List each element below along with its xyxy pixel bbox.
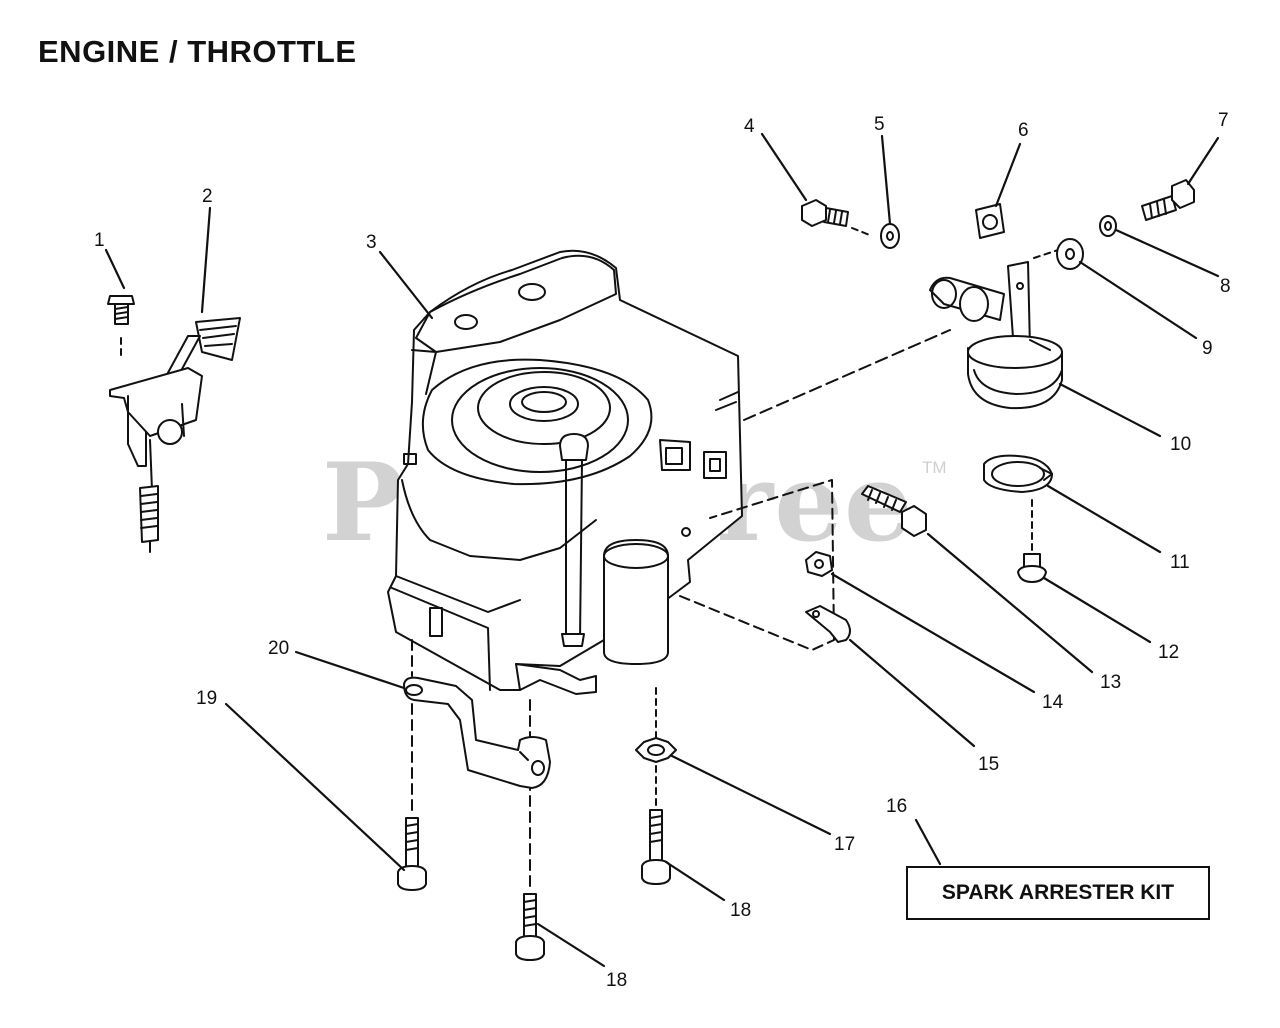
part-18-bolt-upper (641, 809, 671, 885)
callout-15: 15 (978, 754, 999, 775)
part-5-washer (880, 223, 900, 249)
callout-5: 5 (874, 114, 885, 135)
part-14-nut (805, 551, 833, 577)
callout-20: 20 (268, 638, 289, 659)
part-10-muffler (929, 261, 1063, 410)
callout-16: 16 (886, 796, 907, 817)
callout-4: 4 (744, 116, 755, 137)
callout-11: 11 (1170, 552, 1190, 573)
part-2-throttle-control (109, 317, 241, 553)
part-18-bolt-lower (515, 893, 545, 961)
spark-arrester-kit-box: SPARK ARRESTER KIT (906, 866, 1210, 920)
callout-18-upper: 18 (730, 900, 751, 921)
callout-8: 8 (1220, 276, 1231, 297)
callout-1: 1 (94, 230, 105, 251)
callout-14: 14 (1042, 692, 1064, 713)
part-17-lockwasher (635, 737, 677, 763)
part-13-bolt (861, 485, 927, 537)
callout-3: 3 (366, 232, 377, 253)
part-6-gasket (975, 203, 1005, 239)
callout-13: 13 (1100, 672, 1121, 693)
part-11-spark-arrester-screen (983, 454, 1053, 493)
part-19-bolt (397, 817, 427, 891)
watermark-trademark: TM (922, 458, 947, 477)
callout-17: 17 (834, 834, 855, 855)
part-20-engine-bracket (403, 676, 551, 789)
part-15-clamp (805, 605, 851, 643)
part-4-bolt (801, 199, 873, 237)
diagram-title: ENGINE / THROTTLE (38, 34, 357, 69)
spark-arrester-kit-label: SPARK ARRESTER KIT (941, 881, 1175, 904)
part-1-screw (107, 295, 135, 357)
callout-19: 19 (196, 688, 217, 709)
part-12-screw (1017, 553, 1047, 583)
callout-12: 12 (1158, 642, 1179, 663)
callout-9: 9 (1202, 338, 1213, 359)
callout-18-lower: 18 (606, 970, 627, 991)
part-8-lockwasher (1099, 215, 1117, 237)
callout-10: 10 (1170, 434, 1191, 455)
part-7-bolt (1141, 179, 1195, 221)
part-9-washer (1056, 238, 1084, 270)
callout-2: 2 (202, 186, 213, 207)
callout-7: 7 (1218, 110, 1229, 131)
leader-lines (104, 132, 1220, 968)
callout-6: 6 (1018, 120, 1029, 141)
part-3-engine (387, 249, 835, 695)
callout-labels: 1 2 3 4 5 6 7 8 9 10 11 12 13 14 15 16 1… (94, 110, 1231, 991)
